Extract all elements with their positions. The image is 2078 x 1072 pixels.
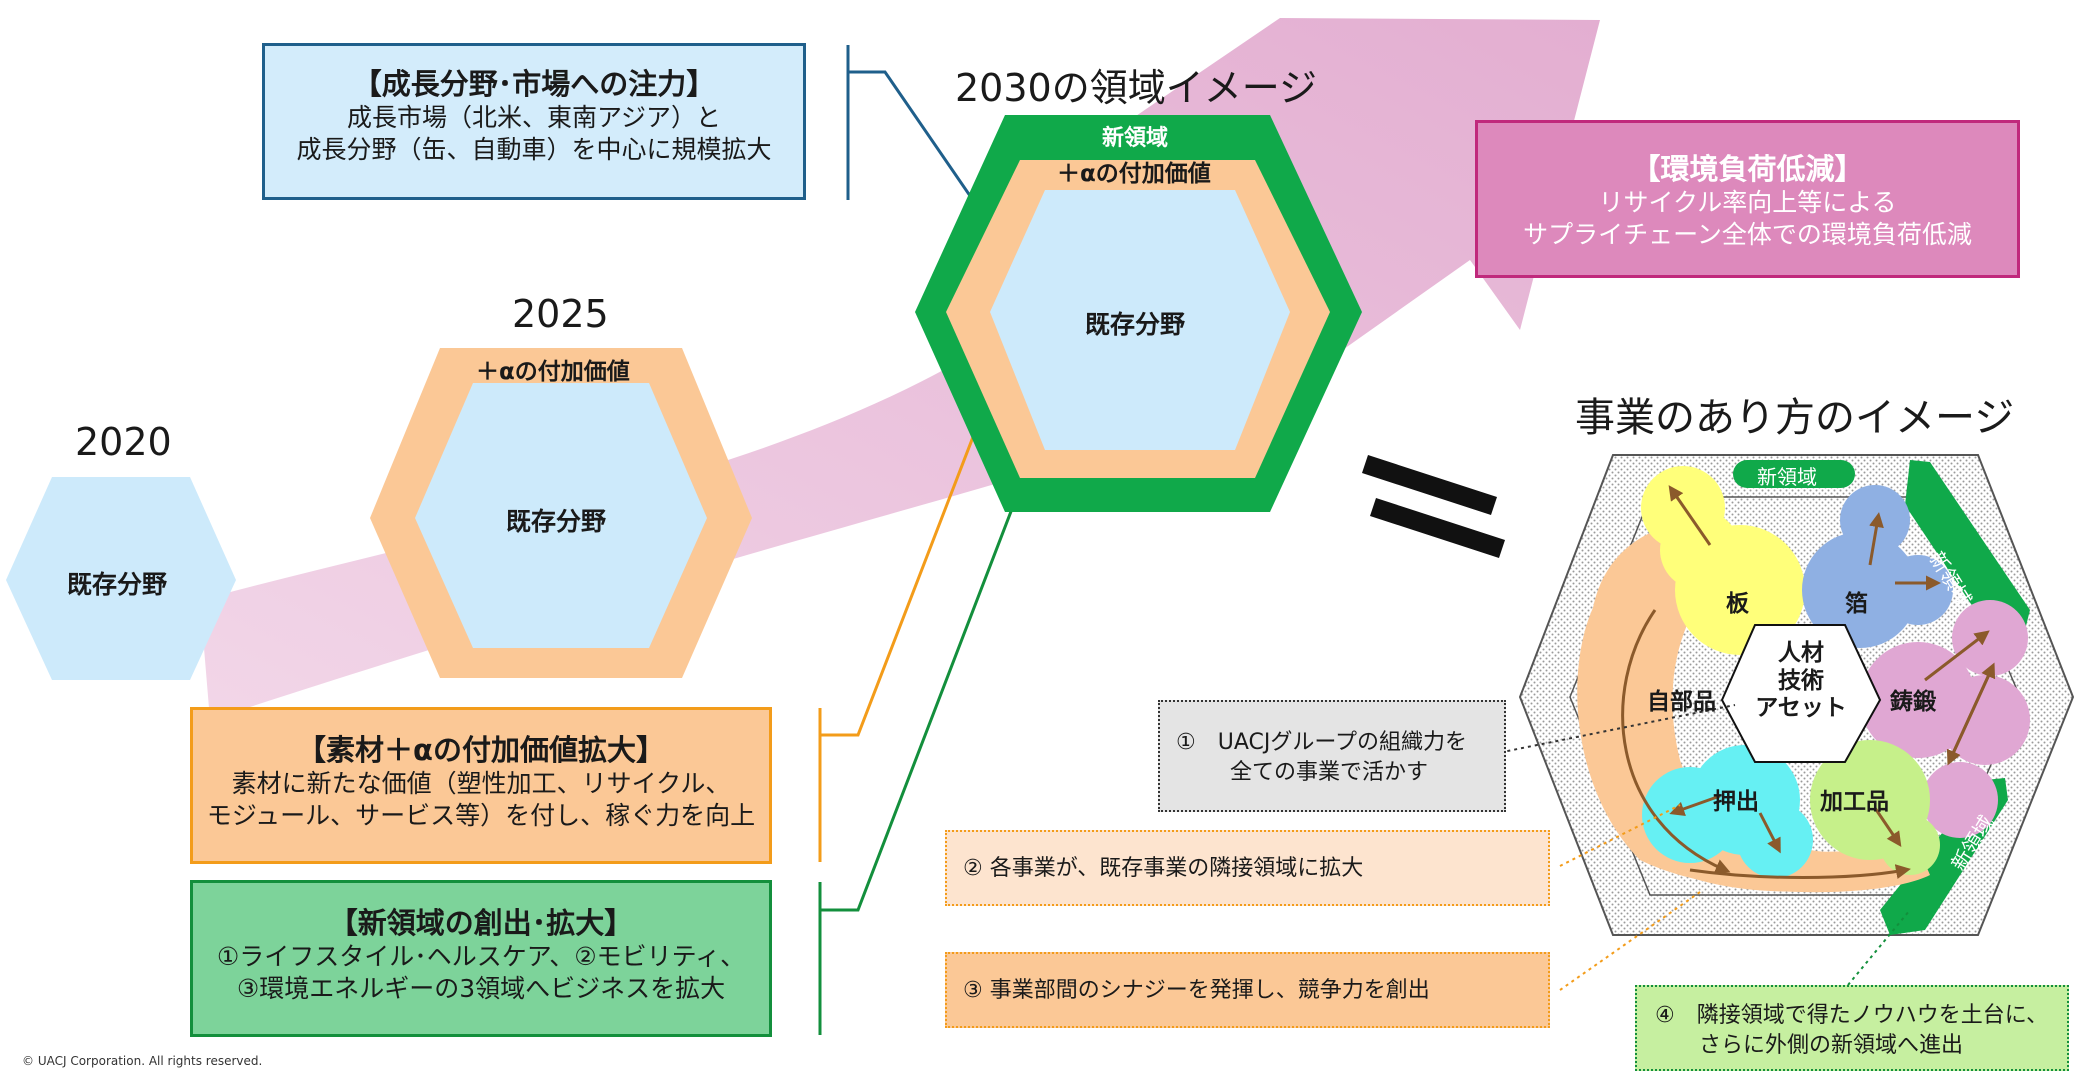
- note-1: ① UACJグループの組織力を 全ての事業で活かす: [1158, 700, 1506, 812]
- processed-blob: [1810, 740, 1940, 875]
- environment-box-line2: サプライチェーン全体での環境負荷低減: [1523, 219, 1972, 249]
- segment-foil: 箔: [1845, 591, 1868, 617]
- new-domain-box: 【新領域の創出･拡大】 ①ライフスタイル･ヘルスケア、②モビリティ、 ③環境エネ…: [190, 880, 772, 1037]
- equals-sign: [1362, 455, 1505, 558]
- segment-parts: 自部品: [1647, 689, 1716, 715]
- year-2025-label: 2025: [512, 292, 609, 336]
- year-2020-label: 2020: [75, 420, 172, 464]
- note-2: ② 各事業が、既存事業の隣接領域に拡大: [945, 830, 1550, 906]
- environment-box: 【環境負荷低減】 リサイクル率向上等による サプライチェーン全体での環境負荷低減: [1475, 120, 2020, 278]
- center-label: 人材 技術 アセット: [1745, 640, 1857, 723]
- material-box-line1: 素材に新たな価値（塑性加工、リサイクル、: [231, 769, 731, 799]
- center-hexagon: [1720, 624, 1882, 763]
- hexagon-2030-inner: [990, 190, 1290, 450]
- segment-forging: 鋳鍛: [1890, 689, 1936, 715]
- growth-box: 【成長分野･市場への注力】 成長市場（北米、東南アジア）と 成長分野（缶、自動車…: [262, 43, 806, 200]
- new-domain-box-title: 【新領域の創出･拡大】: [328, 906, 634, 940]
- note-1-line1: ① UACJグループの組織力を: [1176, 730, 1468, 755]
- extrusion-blob: [1642, 745, 1813, 878]
- environment-box-line1: リサイクル率向上等による: [1598, 188, 1897, 218]
- forging-blob: [1860, 600, 2030, 838]
- hexagon-2030-label: 既存分野: [1085, 310, 1186, 339]
- note-4-line2: さらに外側の新領域へ進出: [1699, 1032, 1964, 1058]
- new-domain-box-line1: ①ライフスタイル･ヘルスケア、②モビリティ、: [216, 942, 746, 972]
- note-2-text: ② 各事業が、既存事業の隣接領域に拡大: [963, 856, 1364, 881]
- hexagon-2030-new-label: 新領域: [1102, 126, 1169, 151]
- center-label-people: 人材: [1778, 640, 1824, 666]
- hexagon-2020-label: 既存分野: [67, 570, 168, 599]
- flow-arrows: [1621, 485, 1996, 879]
- hexagon-2025-label: 既存分野: [506, 507, 607, 536]
- center-label-technology: 技術: [1778, 667, 1824, 694]
- note-3-text: ③ 事業部間のシナジーを発揮し、競争力を創出: [963, 978, 1430, 1003]
- note-4-line1: ④ 隣接領域で得たノウハウを土台に、: [1655, 1003, 2049, 1028]
- hexagon-2030-value-label: ＋αの付加価値: [1057, 161, 1211, 187]
- note-connectors: [1472, 704, 1911, 991]
- segment-plate: 板: [1726, 591, 1749, 617]
- segment-processed: 加工品: [1820, 789, 1889, 815]
- segment-extrusion: 押出: [1713, 789, 1759, 815]
- material-box-line2: モジュール、サービス等）を付し、稼ぐ力を向上: [206, 800, 756, 830]
- growth-box-line1: 成長市場（北米、東南アジア）と: [346, 103, 721, 133]
- hexagon-2025-inner: [415, 383, 707, 648]
- material-box-title: 【素材＋αの付加価値拡大】: [297, 733, 665, 767]
- note-3: ③ 事業部間のシナジーを発揮し、競争力を創出: [945, 952, 1550, 1028]
- new-domain-box-line2: ③環境エネルギーの3領域へビジネスを拡大: [236, 973, 726, 1003]
- growth-box-line2: 成長分野（缶、自動車）を中心に規模拡大: [296, 134, 772, 164]
- environment-box-title: 【環境負荷低減】: [1631, 152, 1864, 186]
- note-4: ④ 隣接領域で得たノウハウを土台に、 さらに外側の新領域へ進出: [1635, 985, 2069, 1071]
- hexagon-2025-value-label: ＋αの付加価値: [476, 359, 630, 385]
- year-2030-label: 2030の領域イメージ: [955, 66, 1317, 110]
- material-box: 【素材＋αの付加価値拡大】 素材に新たな価値（塑性加工、リサイクル、 モジュール…: [190, 707, 772, 864]
- hexagon-2020: [6, 477, 236, 680]
- center-label-asset: アセット: [1755, 695, 1847, 722]
- material-connector: [818, 379, 997, 862]
- growth-box-title: 【成長分野･市場への注力】: [352, 67, 716, 101]
- copyright: © UACJ Corporation. All rights reserved.: [22, 1054, 263, 1068]
- new-domain-top-label: 新領域: [1757, 465, 1817, 489]
- business-title: 事業のあり方のイメージ: [1575, 395, 2015, 441]
- new-domain-connector: [818, 487, 1022, 1035]
- note-1-line2: 全ての事業で活かす: [1230, 759, 1429, 785]
